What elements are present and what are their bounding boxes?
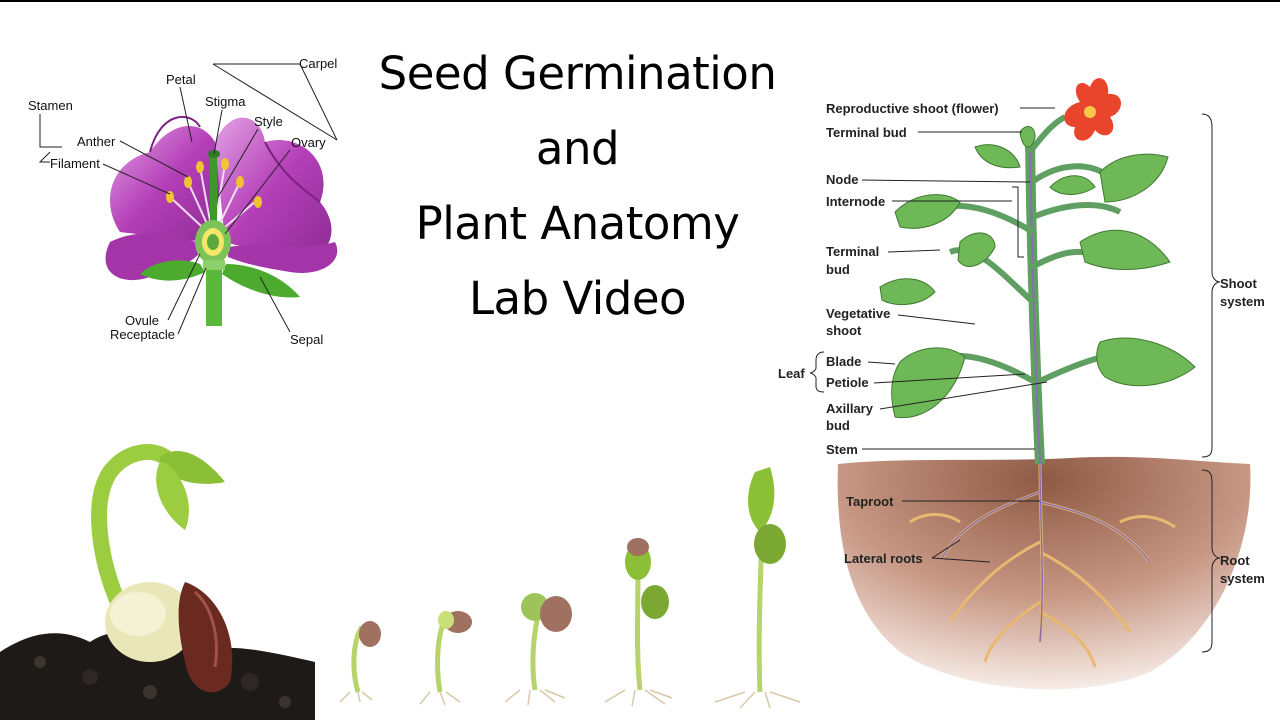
germination-stage-3 xyxy=(504,593,572,706)
flower-leader-lines xyxy=(38,63,338,335)
label-terminal-bud-2: bud xyxy=(826,262,850,277)
plant-diagram: Reproductive shoot (flower) Terminal bud… xyxy=(778,78,1265,690)
germination-stage-2 xyxy=(419,611,472,706)
label-reproductive-shoot: Reproductive shoot (flower) xyxy=(826,101,999,116)
title-line-3: Plant Anatomy xyxy=(415,197,740,250)
label-lateral-roots: Lateral roots xyxy=(844,551,923,566)
germination-stage-1 xyxy=(339,621,381,703)
label-leaf: Leaf xyxy=(778,366,805,381)
label-root-system-2: system xyxy=(1220,571,1265,586)
plant-leader-lines xyxy=(809,107,1221,653)
soil xyxy=(837,456,1251,690)
label-petal: Petal xyxy=(166,72,196,87)
plant-flower xyxy=(1064,78,1122,141)
label-terminal-bud-1: Terminal xyxy=(826,244,879,259)
leaves xyxy=(879,126,1196,419)
label-vegetative-1: Vegetative xyxy=(826,306,890,321)
label-stamen: Stamen xyxy=(28,98,73,113)
label-petiole: Petiole xyxy=(826,375,869,390)
slide-title: Seed Germination and Plant Anatomy Lab V… xyxy=(330,36,825,336)
plant-labels: Reproductive shoot (flower) Terminal bud… xyxy=(778,101,1265,586)
label-carpel: Carpel xyxy=(299,56,337,71)
label-shoot-system-2: system xyxy=(1220,294,1265,309)
label-node: Node xyxy=(826,172,859,187)
label-shoot-system-1: Shoot xyxy=(1220,276,1257,291)
title-line-1: Seed Germination xyxy=(378,47,777,100)
label-taproot: Taproot xyxy=(846,494,894,509)
label-anther: Anther xyxy=(77,134,116,149)
label-vegetative-2: shoot xyxy=(826,323,862,338)
label-terminal-bud-top: Terminal bud xyxy=(826,125,907,140)
label-blade: Blade xyxy=(826,354,861,369)
label-axillary-2: bud xyxy=(826,418,850,433)
flower-sepals-stem xyxy=(140,260,300,326)
germination-sequence xyxy=(339,467,801,709)
label-sepal: Sepal xyxy=(290,332,323,347)
germination-stage-4 xyxy=(604,538,673,707)
flower-labels: Carpel Petal Stamen Stigma Style Anther … xyxy=(28,56,337,347)
label-ovule: Ovule xyxy=(125,313,159,328)
label-stem: Stem xyxy=(826,442,858,457)
label-axillary-1: Axillary xyxy=(826,401,874,416)
roots-vein xyxy=(939,463,1151,643)
flower-diagram: Carpel Petal Stamen Stigma Style Anther … xyxy=(28,56,338,347)
label-filament: Filament xyxy=(50,156,100,171)
label-style: Style xyxy=(254,114,283,129)
title-line-2: and xyxy=(535,122,620,175)
germination-stage-5 xyxy=(714,467,801,709)
label-stigma: Stigma xyxy=(205,94,246,109)
label-internode: Internode xyxy=(826,194,885,209)
label-root-system-1: Root xyxy=(1220,553,1250,568)
label-ovary: Ovary xyxy=(291,135,326,150)
label-receptacle: Receptacle xyxy=(110,327,175,342)
seedling-photo xyxy=(0,444,315,720)
title-line-4: Lab Video xyxy=(468,272,687,325)
